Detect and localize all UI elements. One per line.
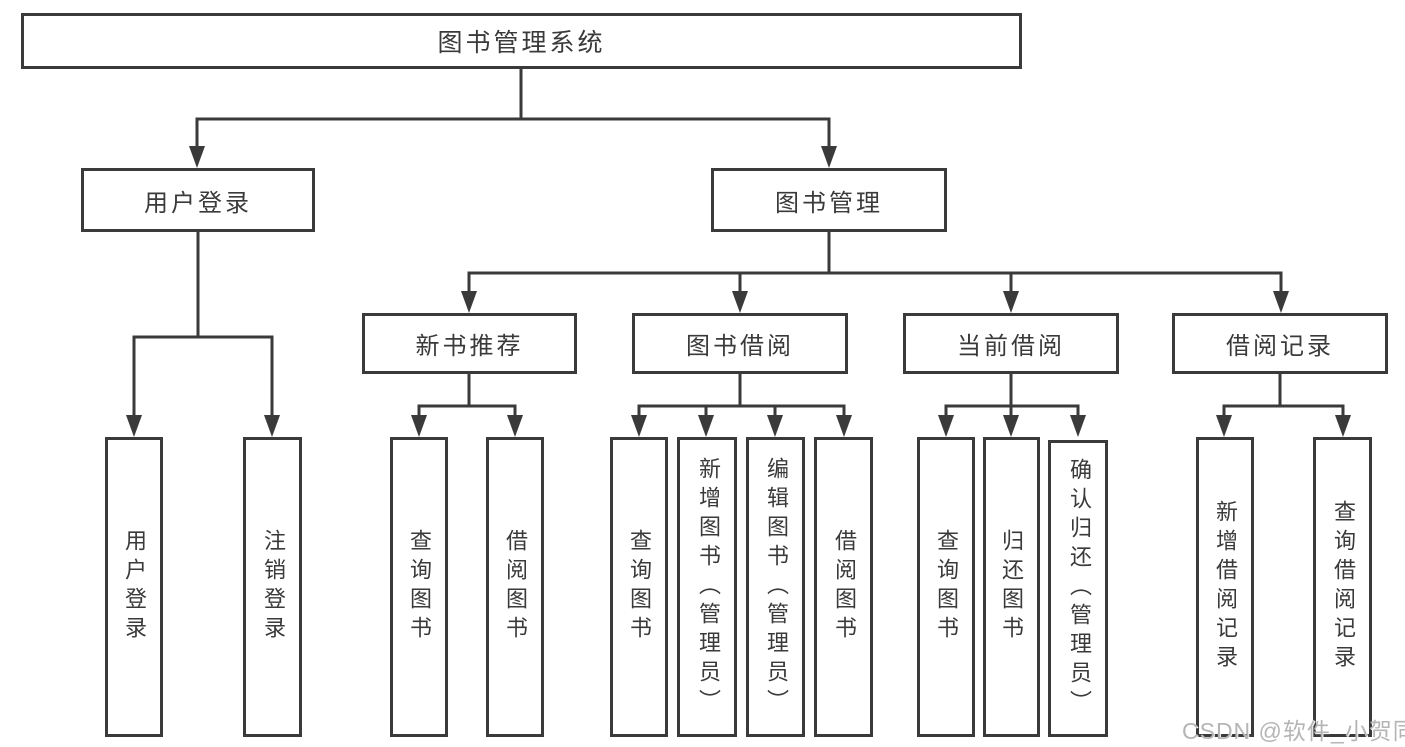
arrowhead xyxy=(126,415,142,437)
arrowhead xyxy=(461,291,477,313)
leaf-borrow-books-2: 借阅图书 xyxy=(814,437,873,737)
arrowhead xyxy=(264,415,280,437)
arrowhead xyxy=(698,415,714,437)
arrowhead xyxy=(1070,415,1086,437)
node-root-library-management-system: 图书管理系统 xyxy=(21,13,1022,69)
arrowhead xyxy=(1003,415,1019,437)
leaf-confirm-return-admin: 确认归还（管理员） xyxy=(1048,440,1108,737)
leaf-add-borrow-record: 新增借阅记录 xyxy=(1196,437,1254,737)
arrowhead xyxy=(821,146,837,168)
leaf-query-books-3: 查询图书 xyxy=(917,437,975,737)
leaf-return-books: 归还图书 xyxy=(983,437,1040,737)
leaf-edit-books-admin: 编辑图书（管理员） xyxy=(746,437,805,737)
arrowhead xyxy=(1335,415,1351,437)
leaf-logout: 注销登录 xyxy=(243,437,302,737)
edge-bookmgmt-to-level3 xyxy=(467,232,1283,291)
node-book-borrowing: 图书借阅 xyxy=(632,313,848,374)
arrowhead xyxy=(189,146,205,168)
leaf-borrow-books-1: 借阅图书 xyxy=(486,437,544,737)
leaf-query-books-2: 查询图书 xyxy=(610,437,668,737)
node-borrowing-records: 借阅记录 xyxy=(1172,313,1388,374)
arrowhead xyxy=(1003,291,1019,313)
csdn-watermark: CSDN @软件_小贺同学 xyxy=(1182,718,1405,744)
leaf-query-books-1: 查询图书 xyxy=(390,437,448,737)
arrowhead xyxy=(732,291,748,313)
arrowhead xyxy=(1216,415,1232,437)
arrowhead xyxy=(1273,291,1289,313)
arrowhead xyxy=(767,415,783,437)
leaf-user-login: 用户登录 xyxy=(105,437,163,737)
arrowhead xyxy=(938,415,954,437)
node-current-borrowing: 当前借阅 xyxy=(903,313,1119,374)
arrowhead xyxy=(507,415,523,437)
edge-root-to-level2 xyxy=(195,69,831,148)
leaf-add-books-admin: 新增图书（管理员） xyxy=(677,437,737,737)
edge-newbookrec-to-leaves xyxy=(417,374,517,415)
node-new-book-recommendation: 新书推荐 xyxy=(362,313,577,374)
edge-currentborrow-to-leaves xyxy=(944,374,1080,415)
node-user-login: 用户登录 xyxy=(81,168,315,232)
node-book-management: 图书管理 xyxy=(711,168,947,232)
edge-bookborrow-to-leaves xyxy=(637,374,846,415)
leaf-query-borrow-record: 查询借阅记录 xyxy=(1313,437,1372,737)
edge-borrowrecord-to-leaves xyxy=(1222,374,1345,415)
arrowhead xyxy=(411,415,427,437)
arrowhead xyxy=(836,415,852,437)
edge-userlogin-to-leaves xyxy=(132,232,274,415)
arrowhead xyxy=(631,415,647,437)
